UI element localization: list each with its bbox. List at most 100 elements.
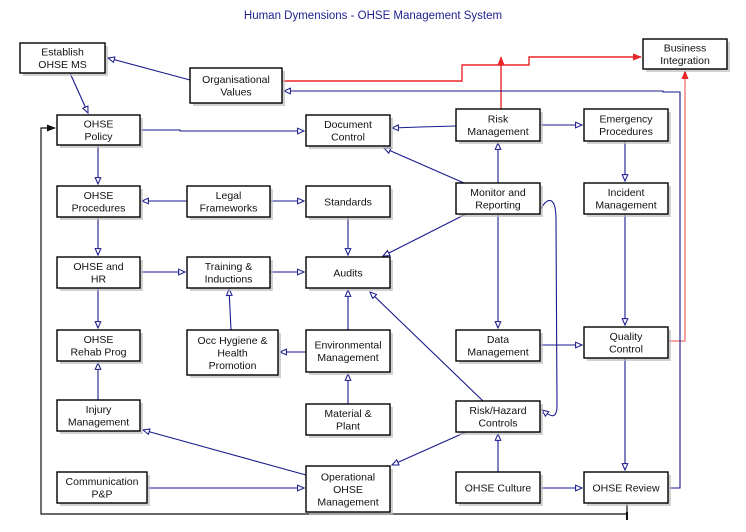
box-label: Legal [216,190,242,202]
box-label: Quality [610,331,643,343]
box-label: P&P [91,489,112,501]
box-frame [583,108,669,142]
box-frame [186,256,271,289]
box-frame [583,182,669,215]
box-label: Controls [478,418,517,430]
box-frame [305,465,391,513]
box-label: OHSE [84,119,114,131]
box-label: Procedures [72,203,126,215]
box-review[interactable]: OHSE Review [583,471,671,506]
box-frame [56,185,141,218]
box-label: OHSE MS [38,59,86,71]
box-material[interactable]: Material &Plant [305,403,393,438]
box-label: Material & [324,408,371,420]
box-frame [455,400,541,433]
connector-policy-to-doc-control [140,130,304,131]
box-label: Injury [86,404,112,416]
box-frame [305,185,391,218]
box-label: Business [664,43,707,55]
box-label: Frameworks [200,203,258,215]
box-label: Data [487,334,509,346]
box-label: Values [220,87,251,99]
box-label: Establish [41,47,84,59]
box-training[interactable]: Training &Inductions [186,256,273,291]
box-label: Training & [205,261,252,273]
box-label: Reporting [475,200,521,212]
box-frame [305,329,391,373]
box-standards[interactable]: Standards [305,185,393,220]
connector-risk-hazard-to-audits [370,292,484,402]
box-label: HR [91,274,107,286]
box-frame [56,329,141,362]
box-frame [305,256,391,289]
box-frame [583,471,669,504]
connector-establish-to-policy [69,72,88,113]
connector-occ-hygiene-to-training [229,289,231,331]
box-frame [305,403,391,436]
box-label: Risk/Hazard [469,405,526,417]
box-label: Plant [336,421,360,433]
box-culture[interactable]: OHSE Culture [455,471,543,506]
box-label: Document [324,119,372,131]
box-frame [186,329,279,376]
box-label: Rehab Prog [70,347,126,359]
connector-monitor-to-risk-hazard [539,200,558,416]
box-frame [186,185,271,218]
diagram-title: Human Dymensions - OHSE Management Syste… [243,10,503,22]
box-frame [455,182,541,215]
box-label: Policy [84,131,113,143]
box-label: Control [331,132,365,144]
box-label: Inductions [205,274,253,286]
box-label: Health [217,347,248,359]
box-frame [189,67,283,104]
box-label: OHSE Review [592,482,660,494]
box-label: Occ Hygiene & [197,335,267,347]
connector-monitor-to-audits [383,213,467,256]
box-label: Emergency [599,114,653,126]
connector-org-values-to-business [282,53,642,82]
box-label: OHSE [84,190,114,202]
box-frame [455,329,541,362]
box-label: Management [317,352,378,364]
connector-risk-hazard-to-operational [392,431,467,465]
box-label: Communication [66,476,139,488]
box-audits[interactable]: Audits [305,256,393,291]
box-label: Promotion [209,360,257,372]
box-label: Operational [321,471,375,483]
connector-review-to-org-values [284,91,681,489]
box-frame [305,114,391,147]
box-label: Management [467,126,528,138]
box-label: Environmental [314,340,381,352]
box-label: Procedures [599,126,653,138]
box-frame [56,399,141,432]
box-label: OHSE [333,484,363,496]
box-frame [56,471,148,504]
box-label: Audits [333,267,362,279]
connector-monitor-to-doc-control [384,148,465,184]
box-label: OHSE and [73,261,123,273]
connector-operational-to-injury [143,430,307,476]
